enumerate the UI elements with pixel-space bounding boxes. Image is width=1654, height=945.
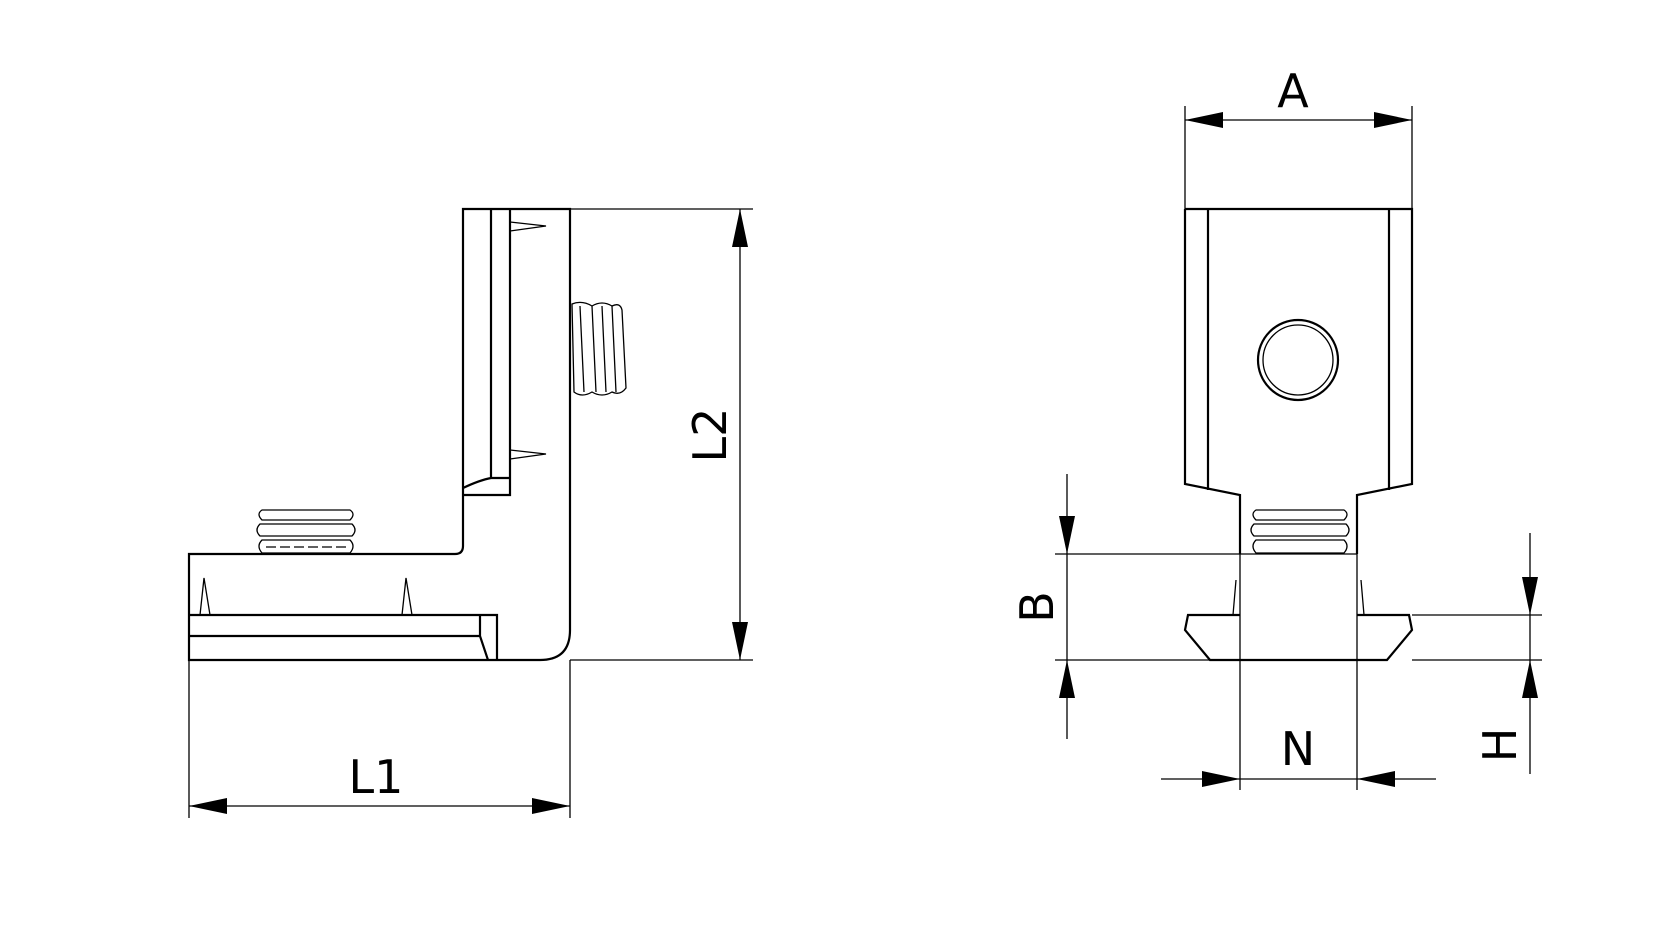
dimension-l2: L2 [570,208,753,661]
front-view-screw-icon [1250,509,1350,554]
side-view-bracket [187,207,572,662]
dimension-b: B [1010,474,1240,739]
dimension-label-h: H [1473,728,1527,763]
dimension-label-l1: L1 [349,750,404,804]
hole-icon [1256,318,1340,402]
dimension-label-b: B [1010,591,1064,623]
dimension-label-l2: L2 [683,408,737,463]
dimension-n: N [1161,660,1436,790]
dimension-l1: L1 [188,660,571,818]
dimension-a: A [1184,64,1413,209]
front-view-bracket [1183,207,1414,662]
dimension-label-a: A [1277,64,1309,118]
dimension-h: H [1412,533,1542,774]
dimension-label-n: N [1281,722,1315,776]
side-view-horizontal-screw-icon [256,509,356,554]
side-view-vertical-screw-icon [571,301,627,396]
